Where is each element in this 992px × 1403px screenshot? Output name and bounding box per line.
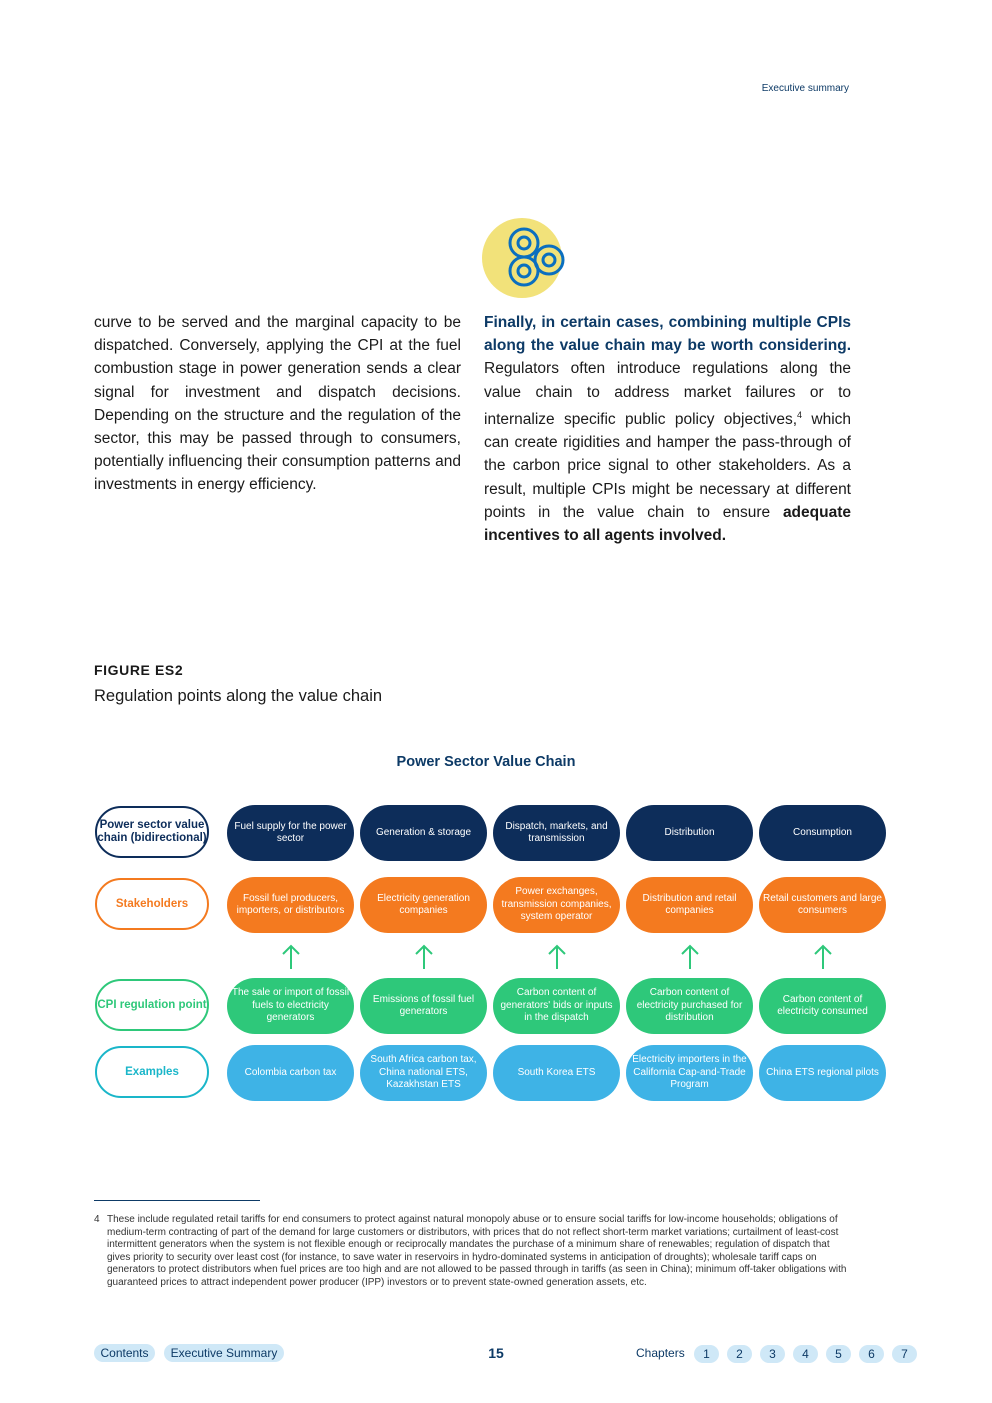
- up-arrow-icon: [415, 944, 433, 969]
- cpi-point-cell: The sale or import of fossil fuels to el…: [227, 978, 354, 1034]
- value-chain-stage: Dispatch, markets, and transmission: [493, 805, 620, 861]
- example-cell: Electricity importers in the California …: [626, 1045, 753, 1101]
- row-label-stakeholders: Stakeholders: [95, 878, 209, 930]
- figure-title: Regulation points along the value chain: [94, 687, 383, 705]
- up-arrow-icon: [548, 944, 566, 969]
- footnote: 4 These include regulated retail tariffs…: [94, 1214, 854, 1290]
- row-label-cpi: CPI regulation point: [95, 979, 209, 1031]
- stakeholder-cell: Distribution and retail companies: [626, 877, 753, 933]
- row-label-value-chain: Power sector value chain (bidirectional): [95, 806, 209, 858]
- row-label-examples: Examples: [95, 1046, 209, 1098]
- cpi-point-cell: Carbon content of electricity consumed: [759, 978, 886, 1034]
- cpi-point-cell: Emissions of fossil fuel generators: [360, 978, 487, 1034]
- example-cell: South Korea ETS: [493, 1045, 620, 1101]
- page-number: 15: [488, 1345, 504, 1361]
- body-text-2: which can create rigidities and hamper t…: [484, 410, 852, 521]
- chapter-link-2[interactable]: 2: [727, 1345, 752, 1363]
- chapter-link-7[interactable]: 7: [892, 1345, 917, 1363]
- chapter-link-6[interactable]: 6: [859, 1345, 884, 1363]
- chapter-link-1[interactable]: 1: [694, 1345, 719, 1363]
- up-arrow-icon: [282, 944, 300, 969]
- value-chain-stage: Fuel supply for the power sector: [227, 805, 354, 861]
- footnote-ref[interactable]: 4: [797, 409, 803, 420]
- diagram-title: Power Sector Value Chain: [396, 754, 576, 770]
- up-arrow-icon: [814, 944, 832, 969]
- contents-link[interactable]: Contents: [94, 1344, 155, 1362]
- stakeholder-cell: Fossil fuel producers, importers, or dis…: [227, 877, 354, 933]
- value-chain-stage: Distribution: [626, 805, 753, 861]
- executive-summary-link[interactable]: Executive Summary: [164, 1344, 284, 1362]
- chapters-label: Chapters: [636, 1346, 685, 1360]
- linked-circles-icon: [482, 218, 565, 298]
- stakeholder-cell: Retail customers and large consumers: [759, 877, 886, 933]
- running-header: Executive summary: [761, 83, 849, 94]
- example-cell: South Africa carbon tax, China national …: [360, 1045, 487, 1101]
- footnote-number: 4: [94, 1214, 100, 1225]
- footnote-text: These include regulated retail tariffs f…: [107, 1214, 847, 1288]
- body-text-1: Regulators often introduce regulations a…: [484, 360, 851, 428]
- figure-label: FIGURE ES2: [94, 662, 184, 678]
- example-cell: Colombia carbon tax: [227, 1045, 354, 1101]
- footnote-divider: [94, 1200, 260, 1201]
- cpi-point-cell: Carbon content of electricity purchased …: [626, 978, 753, 1034]
- right-column: Finally, in certain cases, combining mul…: [484, 311, 851, 547]
- emphasis-text: adequate incentives to all agents involv…: [484, 503, 851, 544]
- right-paragraph: Finally, in certain cases, combining mul…: [484, 311, 851, 547]
- lead-sentence: Finally, in certain cases, combining mul…: [484, 314, 851, 355]
- chapter-link-4[interactable]: 4: [793, 1345, 818, 1363]
- up-arrow-icon: [681, 944, 699, 969]
- example-cell: China ETS regional pilots: [759, 1045, 886, 1101]
- chapter-link-5[interactable]: 5: [826, 1345, 851, 1363]
- left-paragraph: curve to be served and the marginal capa…: [94, 314, 461, 494]
- stakeholder-cell: Electricity generation companies: [360, 877, 487, 933]
- left-column: curve to be served and the marginal capa…: [94, 311, 461, 497]
- value-chain-stage: Consumption: [759, 805, 886, 861]
- chapter-link-3[interactable]: 3: [760, 1345, 785, 1363]
- value-chain-stage: Generation & storage: [360, 805, 487, 861]
- stakeholder-cell: Power exchanges, transmission companies,…: [493, 877, 620, 933]
- cpi-point-cell: Carbon content of generators' bids or in…: [493, 978, 620, 1034]
